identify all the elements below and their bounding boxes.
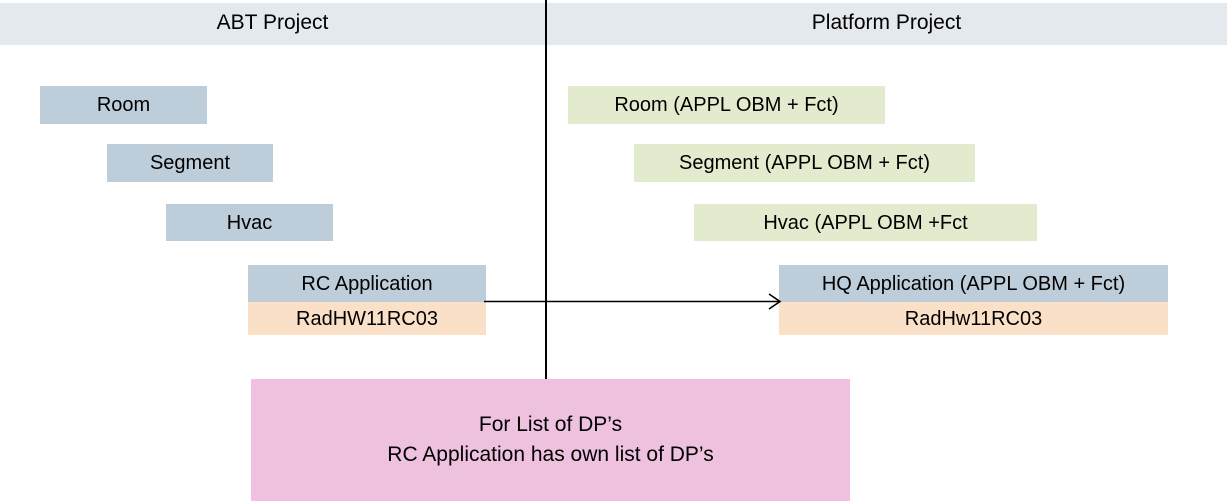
arrow-icon xyxy=(484,293,782,310)
abt-node-room[interactable]: Room xyxy=(40,86,207,124)
column-divider-line xyxy=(545,0,547,381)
column-header-abt-project: ABT Project xyxy=(216,11,329,34)
mapping-arrow xyxy=(484,288,784,316)
header-band xyxy=(0,3,1227,45)
note-line-1: For List of DP’s xyxy=(478,413,623,436)
note-line-2: RC Application has own list of DP’s xyxy=(387,443,714,466)
platform-node-hvac[interactable]: Hvac (APPL OBM +Fct xyxy=(694,204,1037,241)
abt-node-segment[interactable]: Segment xyxy=(107,144,273,182)
abt-node-radhw11rc03[interactable]: RadHW11RC03 xyxy=(248,302,486,335)
note-box[interactable]: For List of DP’s RC Application has own … xyxy=(251,379,850,501)
abt-node-hvac[interactable]: Hvac xyxy=(166,204,333,241)
abt-node-rc-application[interactable]: RC Application xyxy=(248,265,486,302)
column-header-platform-project: Platform Project xyxy=(811,11,962,34)
platform-node-hq-application[interactable]: HQ Application (APPL OBM + Fct) xyxy=(779,265,1168,302)
platform-node-room[interactable]: Room (APPL OBM + Fct) xyxy=(568,86,885,124)
platform-node-radhw11rc03[interactable]: RadHw11RC03 xyxy=(779,302,1168,335)
platform-node-segment[interactable]: Segment (APPL OBM + Fct) xyxy=(634,144,975,182)
